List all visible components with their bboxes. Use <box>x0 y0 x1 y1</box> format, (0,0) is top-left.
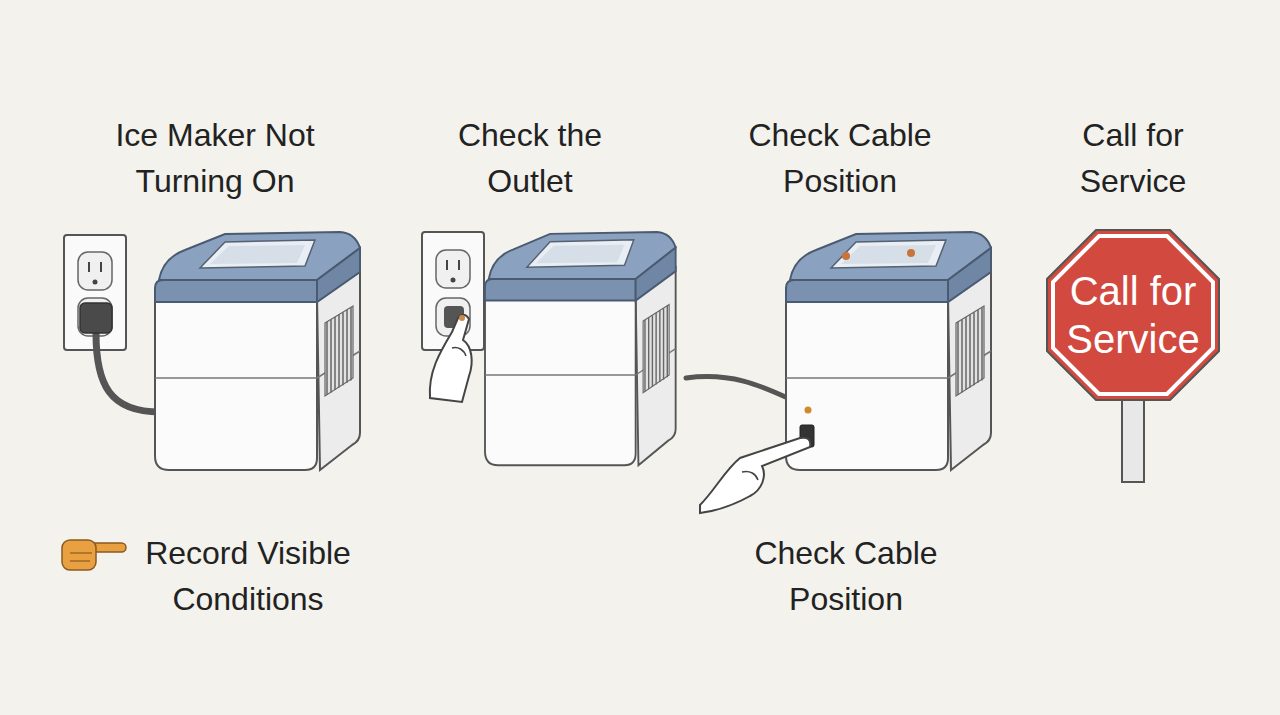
power-switch <box>907 249 915 257</box>
pointing-hand-icon <box>70 560 90 561</box>
hand <box>700 438 810 513</box>
wall-outlet <box>458 260 460 270</box>
wall-outlet <box>451 278 456 283</box>
sign-ring <box>1053 236 1213 394</box>
sign-text: Call for Service <box>1058 267 1208 363</box>
stop-sign-node: Call for Service <box>1045 228 1221 402</box>
column-heading: Check Cable Position <box>730 112 950 204</box>
wall-outlet <box>64 235 126 350</box>
wall-outlet <box>64 235 126 350</box>
pointing-hand-icon <box>62 540 126 570</box>
hand <box>742 471 758 480</box>
wall-outlet <box>93 280 98 285</box>
stop-sign <box>1045 228 1221 402</box>
plug <box>80 303 112 333</box>
power-cord <box>686 377 792 400</box>
hand <box>700 438 810 513</box>
power-cord <box>96 333 160 412</box>
column-heading: Check the Outlet <box>430 112 630 204</box>
sign-pole <box>1122 398 1144 482</box>
power-switch <box>800 249 915 447</box>
wall-outlet <box>446 260 448 270</box>
wall-outlet <box>88 262 90 272</box>
pointing-hand-icon <box>62 540 96 570</box>
column-heading: Call for Service <box>1043 112 1223 204</box>
pointing-hand-icon <box>70 552 92 553</box>
column-heading: Ice Maker Not Turning On <box>95 112 335 204</box>
wall-outlet <box>78 252 112 290</box>
wall-outlet <box>78 298 112 336</box>
hand <box>459 315 465 321</box>
ice-maker <box>786 232 991 470</box>
ice-maker <box>155 232 360 470</box>
caption-text: Check Cable Position <box>736 530 956 622</box>
wall-outlet <box>100 262 102 272</box>
power-switch <box>805 407 812 414</box>
note-text: Record Visible Conditions <box>128 530 368 622</box>
hand <box>430 315 472 402</box>
sign-face <box>1047 230 1219 400</box>
sign-text-wrap: Call for Service <box>1045 228 1221 402</box>
hand <box>430 315 472 402</box>
ice-maker <box>485 232 676 465</box>
hand <box>452 347 466 356</box>
power-switch <box>842 252 850 260</box>
wall-outlet <box>436 250 470 288</box>
